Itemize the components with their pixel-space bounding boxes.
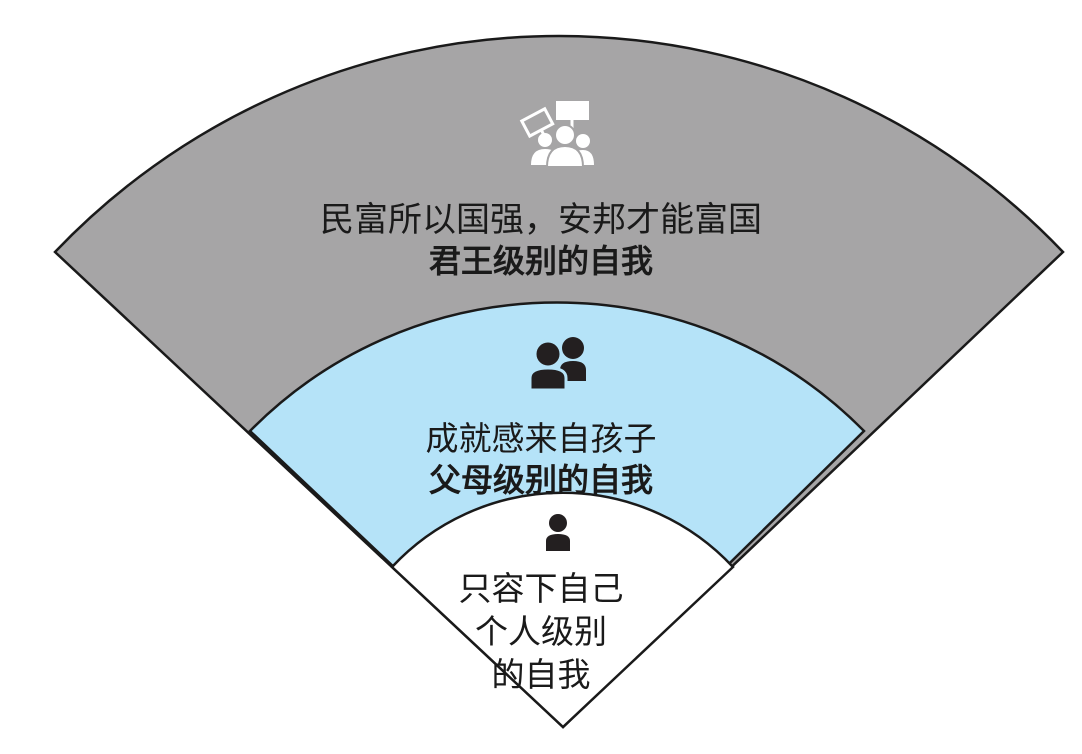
- inner-band: [390, 491, 735, 729]
- single-person-icon: [546, 514, 570, 551]
- middle-level-slogan: 成就感来自孩子: [425, 419, 657, 458]
- middle-level-title: 父母级别的自我: [428, 461, 653, 499]
- parent-child-icon: [528, 337, 586, 392]
- inner-level-title-line2: 的自我: [491, 655, 591, 694]
- outer-level-title: 君王级别的自我: [428, 242, 653, 280]
- crowd-protest-icon: [519, 101, 594, 168]
- inner-level-title-line1: 个人级别: [475, 612, 607, 651]
- inner-level-slogan: 只容下自己: [458, 569, 624, 608]
- outer-level-slogan: 民富所以国强，安邦才能富国: [320, 200, 762, 240]
